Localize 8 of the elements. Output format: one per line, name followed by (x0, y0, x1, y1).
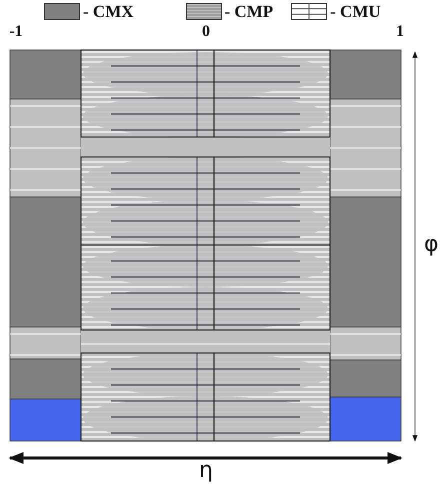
tick-label: -1 (9, 24, 23, 40)
legend-label: - CMX (83, 3, 134, 20)
axis-label: φ (424, 234, 439, 256)
axis-label: η (199, 460, 213, 482)
tick-label: 0 (202, 24, 210, 40)
legend-label: - CMP (224, 3, 274, 20)
tick-label: 1 (396, 24, 404, 40)
legend-label: - CMU (330, 3, 381, 20)
